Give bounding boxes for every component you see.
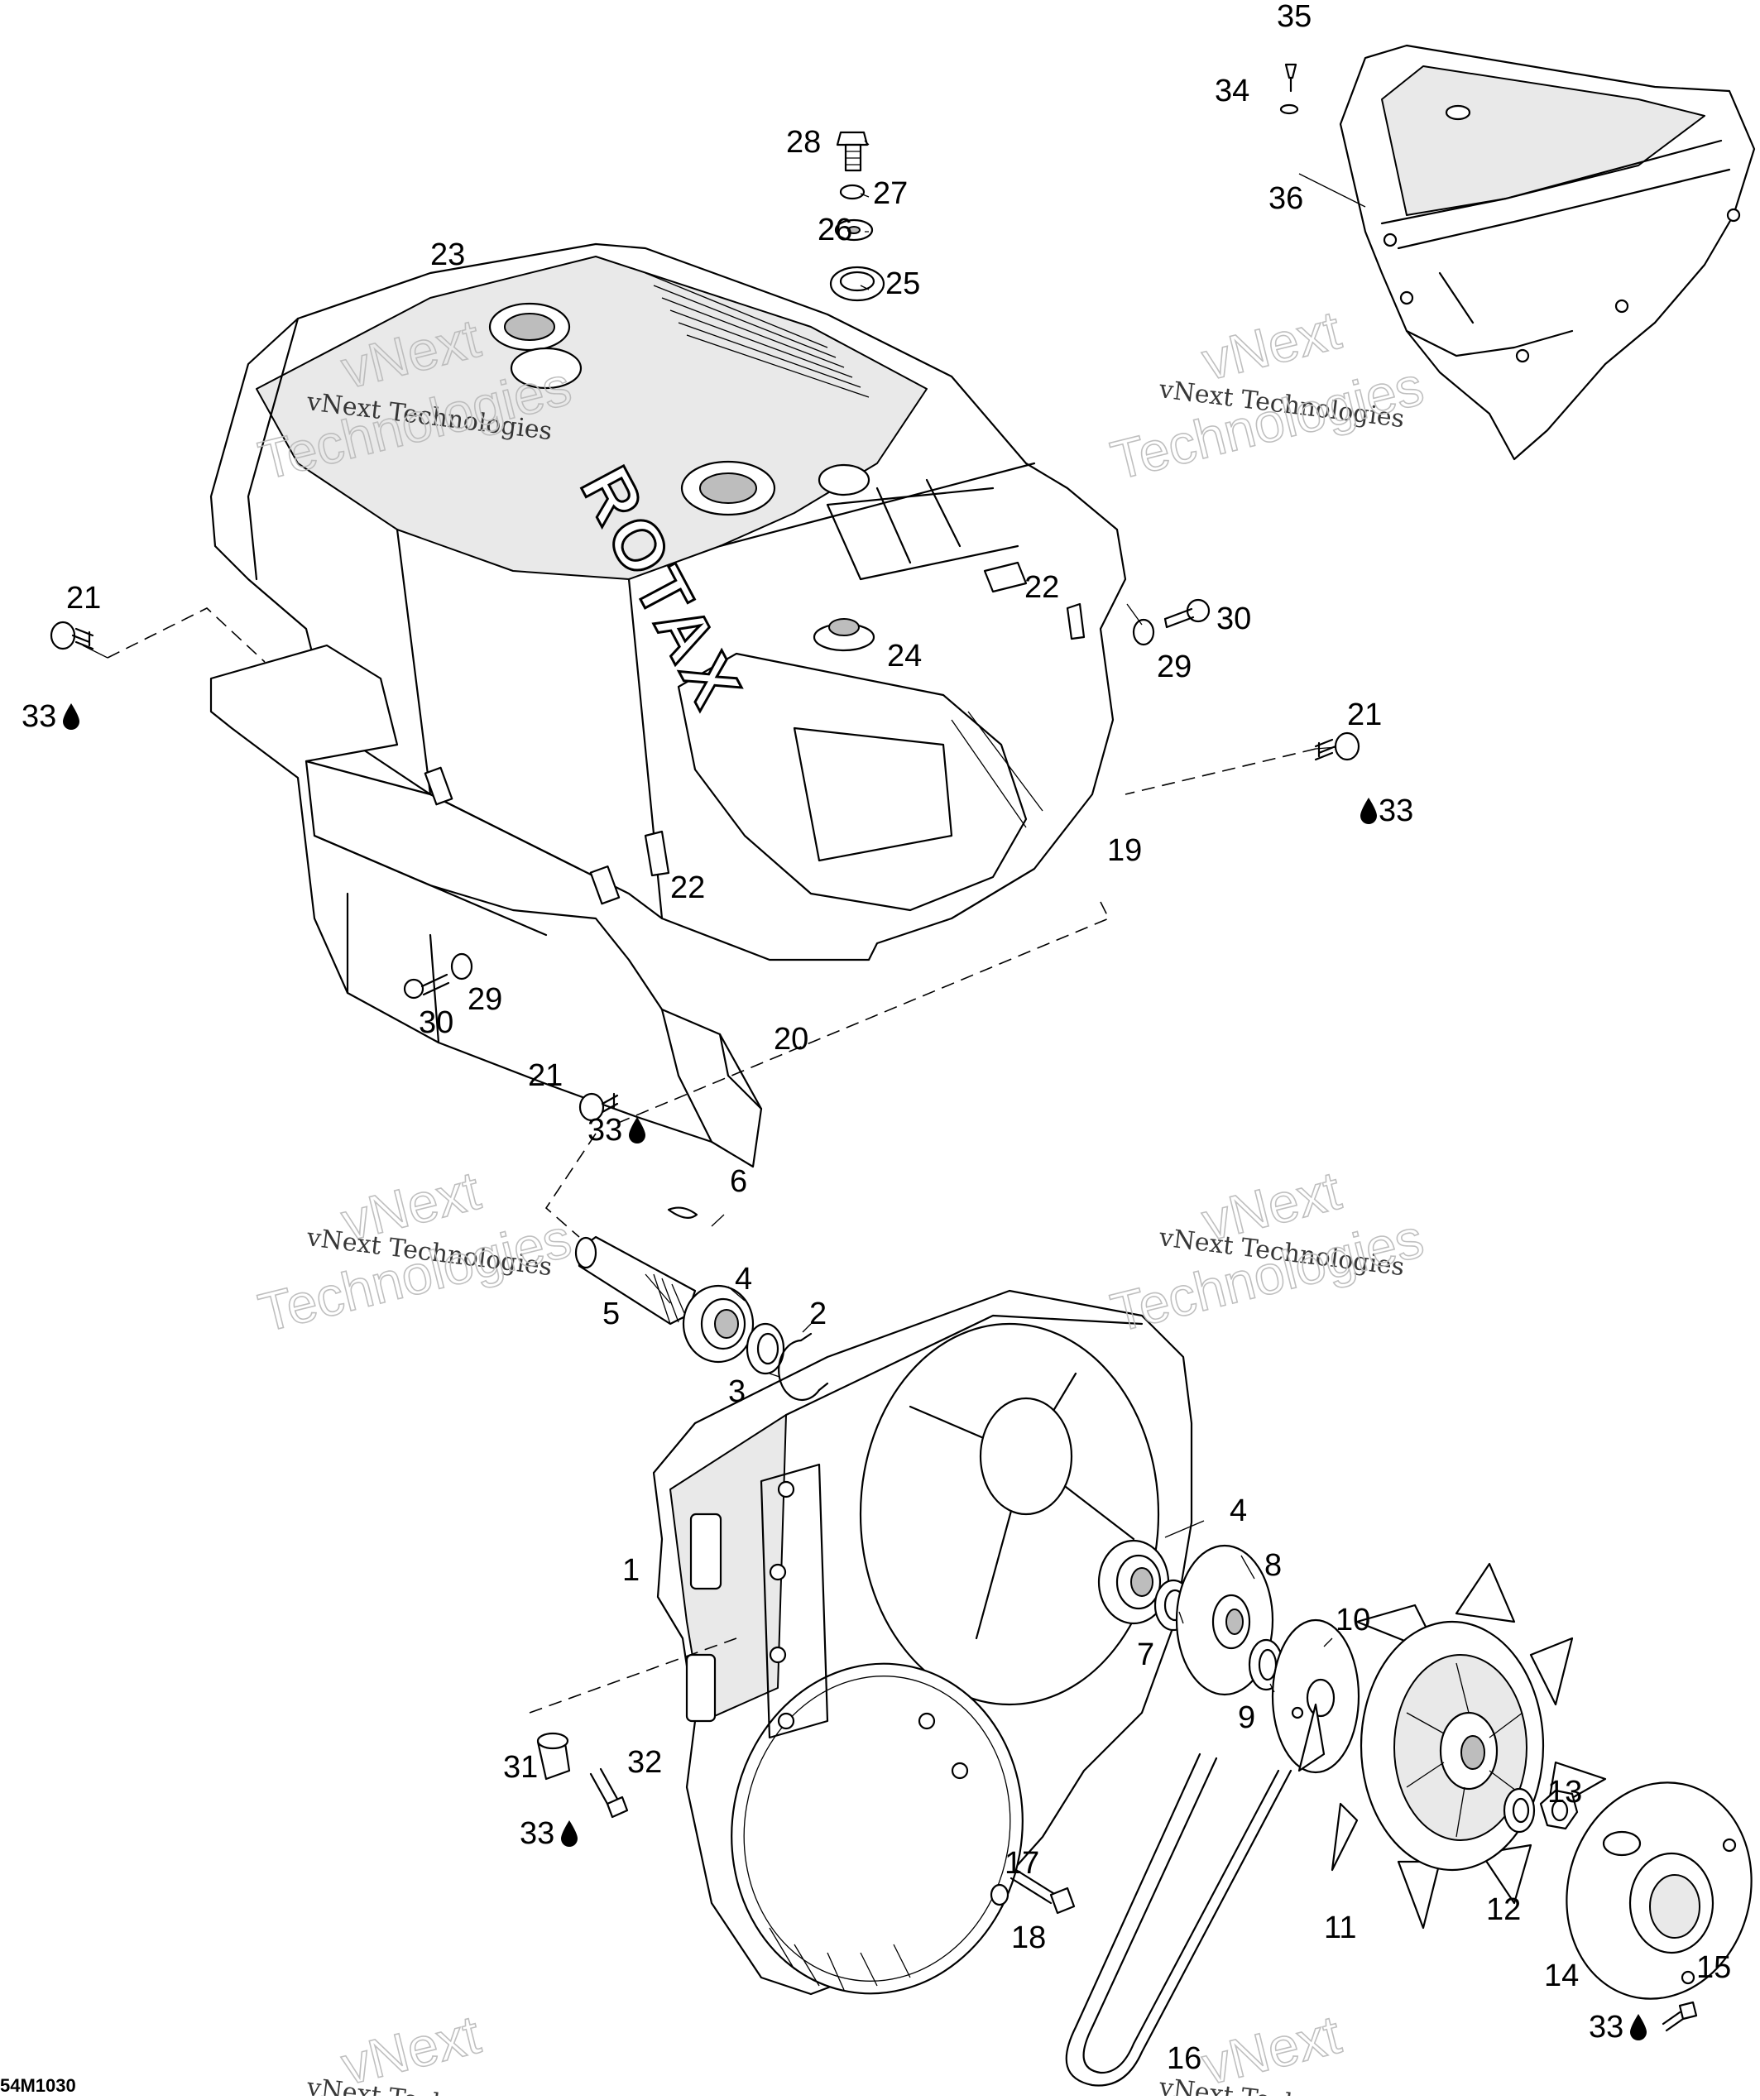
callout-33b: 33 xyxy=(1379,793,1413,828)
shaft-5 xyxy=(574,1235,697,1326)
callout-2: 2 xyxy=(809,1297,827,1331)
callout-33c: 33 xyxy=(587,1113,622,1148)
callout-31: 31 xyxy=(503,1750,538,1785)
circlip-2 xyxy=(778,1332,829,1402)
callout-29b: 29 xyxy=(468,982,502,1017)
callout-33a: 33 xyxy=(22,699,56,734)
watermark-top-right: vNext vNext Technologies Technologies xyxy=(1105,298,1430,491)
callout-3: 3 xyxy=(728,1374,746,1409)
callout-18: 18 xyxy=(1011,1920,1046,1955)
callout-32: 32 xyxy=(627,1745,662,1780)
screw-30-lower xyxy=(403,952,473,1000)
oil-drop-icon xyxy=(63,703,79,730)
nut-13 xyxy=(1539,1789,1579,1830)
callout-1: 1 xyxy=(622,1553,640,1588)
callout-20: 20 xyxy=(774,1022,808,1057)
callout-28: 28 xyxy=(786,125,821,160)
screw-35 xyxy=(1279,63,1299,115)
callout-16: 16 xyxy=(1167,2041,1201,2076)
key-6 xyxy=(667,1206,698,1219)
callout-13: 13 xyxy=(1547,1775,1582,1810)
oil-drop-icon xyxy=(629,1117,645,1143)
bolt-washer-stack xyxy=(829,131,885,302)
figure-code: 54M1030 xyxy=(0,2075,76,2096)
watermark-bottom-left: vNext vNext Technologies xyxy=(305,2002,554,2100)
pulley-half-10 xyxy=(1271,1618,1360,1774)
callout-21b: 21 xyxy=(1347,698,1382,732)
callout-15: 15 xyxy=(1696,1950,1731,1985)
callout-34: 34 xyxy=(1215,74,1249,108)
callout-10: 10 xyxy=(1336,1603,1370,1637)
callout-33d: 33 xyxy=(520,1816,554,1851)
oil-drop-icons xyxy=(63,703,1647,2040)
callout-9: 9 xyxy=(1238,1700,1255,1735)
callout-21c: 21 xyxy=(528,1058,563,1093)
callout-22b: 22 xyxy=(670,870,705,905)
screw-32 xyxy=(589,1767,629,1819)
callout-25: 25 xyxy=(885,266,920,301)
callout-7: 7 xyxy=(1137,1637,1154,1672)
bearing-4-upper xyxy=(682,1284,755,1364)
callout-5: 5 xyxy=(602,1297,620,1331)
callout-19: 19 xyxy=(1107,833,1142,868)
callout-4a: 4 xyxy=(735,1262,752,1297)
washer-12 xyxy=(1503,1787,1536,1834)
screw-21-left xyxy=(50,621,94,650)
oil-drop-icon xyxy=(1630,2014,1647,2040)
callout-27: 27 xyxy=(873,176,908,211)
callout-33e: 33 xyxy=(1589,2010,1623,2045)
belt-16 xyxy=(1065,1752,1292,2087)
cap-14 xyxy=(1566,1781,1753,2000)
callout-26: 26 xyxy=(818,213,852,247)
leader-lines xyxy=(82,140,1366,1714)
screw-21-bottom xyxy=(578,1092,619,1122)
callout-30b: 30 xyxy=(419,1005,453,1040)
callout-14: 14 xyxy=(1544,1959,1579,1993)
oil-drop-icon xyxy=(1360,798,1377,824)
fan-11 xyxy=(1297,1562,1607,1930)
oil-drop-icon xyxy=(561,1820,578,1847)
callout-30a: 30 xyxy=(1216,602,1251,636)
clip-31 xyxy=(536,1732,571,1781)
callout-29a: 29 xyxy=(1157,650,1192,684)
air-baffle-bracket xyxy=(209,644,763,1168)
callout-21a: 21 xyxy=(66,581,101,616)
callout-36: 36 xyxy=(1268,181,1303,216)
fan-housing-lower xyxy=(652,1289,1193,1996)
callout-11: 11 xyxy=(1324,1911,1356,1945)
washer-17 xyxy=(990,1883,1009,1906)
air-duct xyxy=(1339,44,1756,461)
callout-23: 23 xyxy=(430,237,465,272)
callout-labels: 35 34 36 28 27 26 25 23 22 30 24 29 21 3… xyxy=(22,0,1731,2076)
callout-22a: 22 xyxy=(1024,570,1059,605)
callout-8: 8 xyxy=(1264,1548,1282,1583)
screw-30-upper xyxy=(1132,598,1211,646)
watermark-mid-left: vNext vNext Technologies Technologies xyxy=(252,1158,578,1344)
callout-35: 35 xyxy=(1277,0,1312,34)
pulley-half-8 xyxy=(1175,1544,1274,1696)
callout-17: 17 xyxy=(1005,1846,1039,1881)
ring-3 xyxy=(746,1322,785,1375)
callout-12: 12 xyxy=(1486,1892,1521,1927)
watermark-mid-right: vNext vNext Technologies Technologies xyxy=(1105,1158,1430,1344)
screw-18 xyxy=(1009,1868,1076,1915)
callout-6: 6 xyxy=(730,1164,747,1199)
callout-24: 24 xyxy=(887,639,922,674)
screw-21-right xyxy=(1314,731,1360,761)
callout-4b: 4 xyxy=(1230,1493,1247,1528)
screw-15 xyxy=(1662,2001,1698,2032)
